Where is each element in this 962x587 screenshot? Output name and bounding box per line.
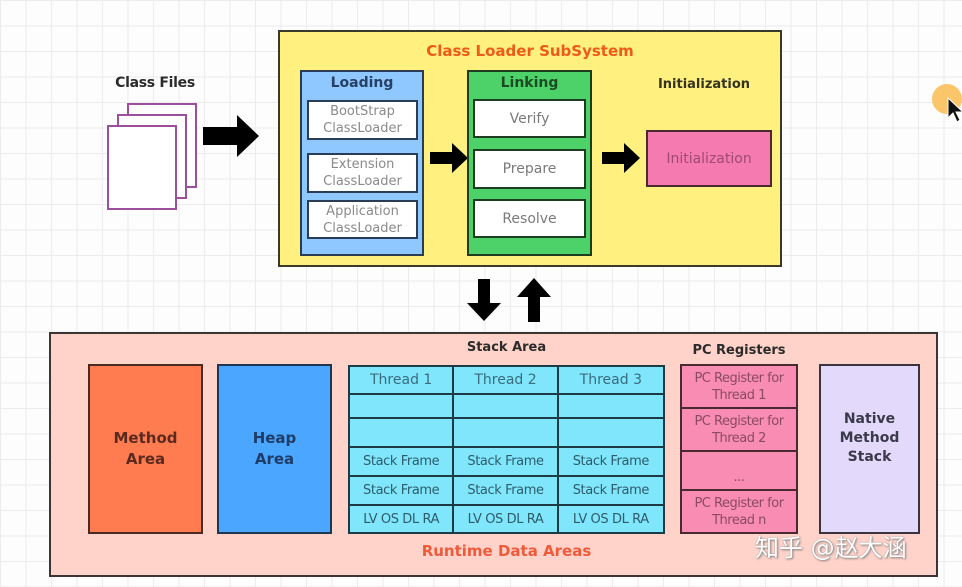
pc-register-ellipsis-cell: ... [682, 452, 796, 491]
watermark: 知乎 @赵大涵 [755, 534, 907, 562]
loader-line2: ClassLoader [323, 174, 402, 189]
method-area-line2: Area [125, 450, 166, 468]
thread-header: Thread 1 [350, 367, 455, 395]
stack-cell [350, 395, 455, 419]
stack-cell [350, 419, 455, 448]
native-line1: Native [843, 410, 896, 427]
loader-line2: ClassLoader [323, 220, 402, 236]
frame-detail-cell: LV OS DL RA [350, 506, 455, 532]
stack-frame-cell: Stack Frame [350, 448, 455, 477]
pc-register-line1: PC Register for [694, 495, 784, 511]
heap-area-line1: Heap [252, 429, 297, 447]
pc-register-line2: Thread 2 [712, 430, 766, 446]
loader-line1: BootStrap [330, 104, 395, 119]
heap-area-line2: Area [254, 450, 295, 468]
arrow-right-icon [430, 143, 468, 173]
pc-register-line1: ... [733, 470, 745, 485]
class-loader-subsystem-title: Class Loader SubSystem [426, 42, 634, 60]
stack-cell [454, 395, 559, 419]
initialization-title: Initialization [657, 77, 751, 92]
stack-frame-cell: Stack Frame [454, 448, 559, 477]
frame-detail-cell: LV OS DL RA [572, 511, 649, 527]
frame-detail-cell: LV OS DL RA [454, 506, 559, 532]
initialization-box: Initialization [646, 130, 772, 187]
stack-area-grid: Thread 1 Thread 2 Thread 3 Stack Frame S… [348, 365, 665, 534]
loading-title: Loading [330, 75, 394, 91]
pc-register-line2: Thread 1 [712, 387, 766, 403]
prepare-box: Prepare [473, 149, 586, 189]
stack-frame-cell: Stack Frame [350, 477, 455, 506]
loader-line1: Application [326, 203, 399, 219]
linking-title: Linking [500, 75, 559, 91]
verify-box: Verify [473, 99, 586, 138]
stack-cell [558, 395, 663, 419]
stack-area-title: Stack Area [466, 340, 547, 355]
mouse-cursor-icon [947, 96, 962, 123]
runtime-data-areas-title: Runtime Data Areas [421, 542, 592, 560]
native-line3: Stack [847, 448, 892, 465]
pc-register-line2: Thread n [712, 512, 766, 528]
stack-frame-cell: Stack Frame [454, 477, 559, 506]
arrow-up-icon [517, 278, 551, 322]
stack-cell [454, 419, 559, 448]
loader-line1: Extension [330, 157, 395, 172]
arrow-right-icon [602, 143, 640, 173]
pc-registers-title: PC Registers [692, 343, 786, 358]
thread-header: Thread 2 [454, 367, 559, 395]
stack-cell [558, 419, 663, 448]
class-files-label: Class Files [115, 75, 195, 91]
resolve-box: Resolve [473, 199, 586, 238]
arrow-right-icon [203, 115, 259, 157]
pc-register-line1: PC Register for [694, 370, 784, 386]
native-line2: Method [839, 429, 900, 446]
method-area-line1: Method [113, 429, 178, 447]
thread-header: Thread 3 [558, 367, 663, 395]
pc-register-line1: PC Register for [694, 413, 784, 429]
class-file-page-icon [107, 125, 177, 210]
stack-frame-cell: Stack Frame [558, 477, 663, 506]
arrow-down-icon [467, 279, 501, 321]
loader-line2: ClassLoader [323, 121, 402, 136]
stack-frame-cell: Stack Frame [558, 448, 663, 477]
